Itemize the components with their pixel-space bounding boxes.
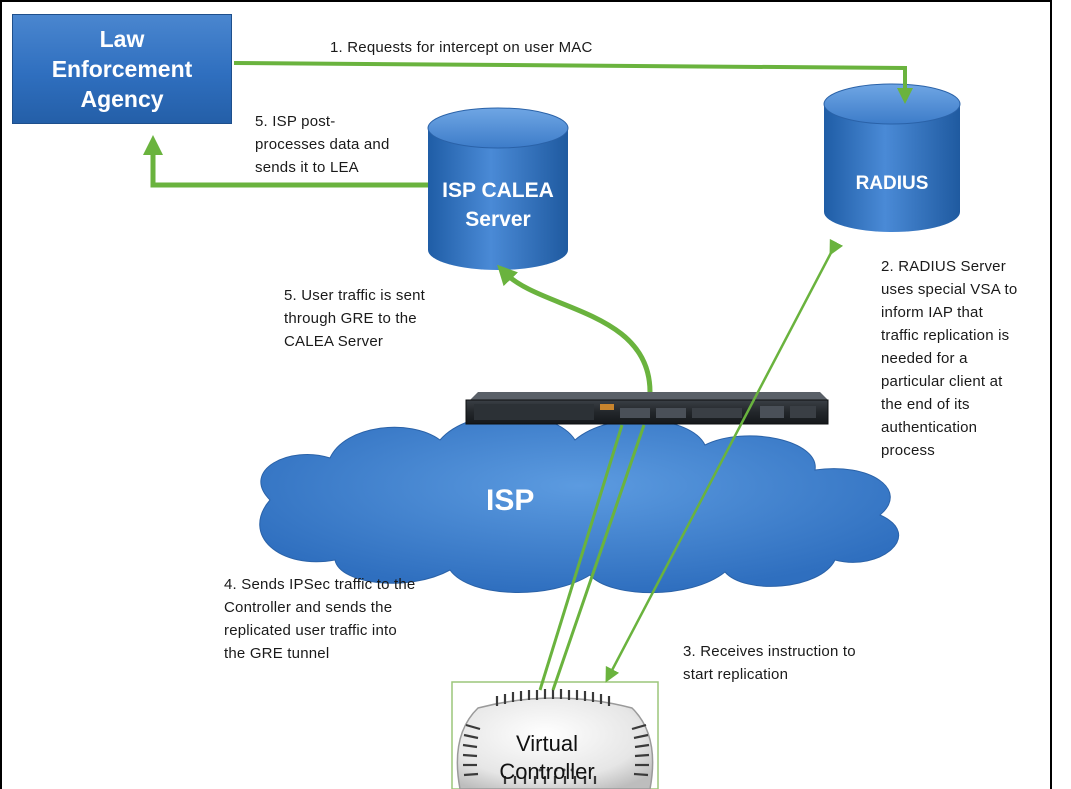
step2-annotation: 2. RADIUS Server uses special VSA to inf…	[881, 258, 1018, 459]
isp-calea-server-label: ISP CALEA Server	[442, 179, 554, 231]
step5a-annotation: 5. ISP post- processes data and sends it…	[255, 113, 390, 176]
step3-annotation: 3. Receives instruction to start replica…	[683, 643, 856, 683]
arrow-post-process-to-lea	[143, 135, 428, 188]
radius-server-cylinder	[823, 83, 961, 232]
arrow-request-intercept	[233, 61, 913, 104]
step1-annotation: 1. Requests for intercept on user MAC	[330, 39, 593, 56]
isp-cloud-label: ISP	[486, 484, 535, 517]
isp-calea-server-cylinder	[427, 107, 569, 270]
virtual-controller-ap	[451, 681, 659, 789]
law-enforcement-agency-node: Law Enforcement Agency	[12, 14, 232, 124]
controller-appliance	[465, 392, 829, 425]
radius-label: RADIUS	[855, 173, 929, 194]
virtual-controller-label: Virtual Controller	[499, 731, 595, 784]
lea-label: Law Enforcement Agency	[51, 26, 193, 112]
step5b-annotation: 5. User traffic is sent through GRE to t…	[284, 287, 426, 350]
arrow-gre-to-calea	[497, 264, 653, 393]
step4-annotation: 4. Sends IPSec traffic to the Controller…	[224, 576, 416, 662]
arrow-radius-to-ap	[605, 238, 844, 683]
